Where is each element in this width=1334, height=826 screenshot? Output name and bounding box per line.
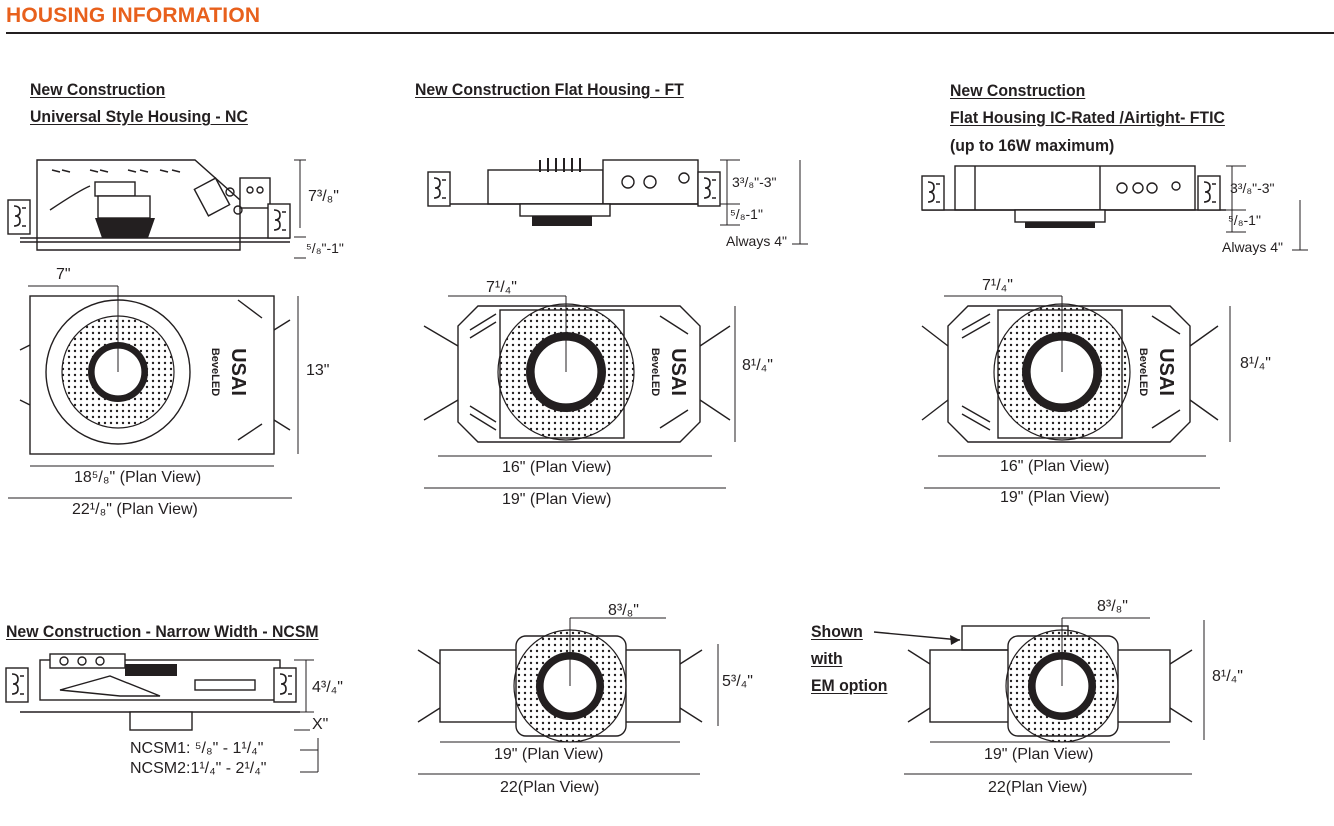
ftic-depth-label: 8¹/₄" [1240,355,1271,372]
ft-side-view [427,158,808,245]
ftic-side-view [921,165,1308,251]
ft-depth-label: 8¹/₄" [742,357,773,374]
em-plan-outer: 22(Plan View) [988,779,1088,796]
em-callout-line2: with [811,649,843,668]
em-offset-label: 8³/₈" [1097,598,1128,615]
nc-plan-inner: 18⁵/₈" (Plan View) [74,469,202,486]
ft-brand-product: BeveLED [649,348,661,396]
ftic-brand-name: USAI [1155,348,1177,396]
ncsm-x-label: X" [312,716,329,733]
em-callout-line1: Shown [811,622,863,641]
ftic-title-line1: New Construction [950,81,1086,100]
nc-plan-view: USAI BeveLED [8,285,299,499]
ncsm-plan-outer: 22(Plan View) [500,779,600,796]
nc-brand-name: USAI [227,348,249,396]
nc-brand-product: BeveLED [209,348,221,396]
nc-title-line2: Universal Style Housing - NC [30,107,248,126]
ft-plan-view: USAI BeveLED [423,295,736,489]
ftic-brand-product: BeveLED [1137,348,1149,396]
em-depth-label: 8¹/₄" [1212,668,1243,685]
ft-always-label: Always 4" [726,233,787,249]
ncsm-title: New Construction - Narrow Width - NCSM [6,622,319,641]
nc-offset-label: 7" [56,266,71,283]
ftic-ceiling-label: ⁵/₈-1" [1228,212,1261,228]
nc-depth-label: 13" [306,362,330,379]
ft-plan-inner: 16" (Plan View) [502,459,612,476]
ftic-plan-outer: 19" (Plan View) [1000,489,1110,506]
ft-title: New Construction Flat Housing - FT [415,80,684,99]
ft-offset-label: 7¹/₄" [486,279,517,296]
ftic-plan-view: USAI BeveLED [921,295,1231,489]
nc-title-line1: New Construction [30,80,166,99]
ncsm-plan-depth-label: 5³/₄" [722,673,753,690]
ncsm-side-view [5,653,319,773]
em-callout-line3: EM option [811,676,888,695]
nc-side-view [7,159,306,259]
ftic-note: (up to 16W maximum) [950,136,1115,155]
nc-plan-outer: 22¹/₈" (Plan View) [72,501,198,518]
ncsm-height-label: 4³/₄" [312,679,343,696]
ft-brand-name: USAI [667,348,689,396]
ft-plan-outer: 19" (Plan View) [502,491,612,508]
ncsm-plan-offset-label: 8³/₈" [608,602,639,619]
ftic-height-label: 3³/₈"-3" [1230,180,1275,196]
ft-height-label: 3³/₈"-3" [732,174,777,190]
em-plan-view [873,617,1205,775]
ftic-title-line2: Flat Housing IC-Rated /Airtight- FTIC [950,108,1225,127]
page-title: HOUSING INFORMATION [6,4,261,27]
ft-ceiling-label: ⁵/₈-1" [730,206,763,222]
ftic-plan-inner: 16" (Plan View) [1000,458,1110,475]
nc-height-label: 7³/₈" [308,188,339,205]
ncsm-plan-view [417,617,719,775]
header-rule [6,32,1334,34]
ncsm2-label: NCSM2:1¹/₄" - 2¹/₄" [130,760,267,777]
ftic-always-label: Always 4" [1222,239,1283,255]
nc-ceiling-label: ⁵/₈"-1" [306,240,344,256]
ftic-offset-label: 7¹/₄" [982,277,1013,294]
ncsm1-label: NCSM1: ⁵/₈" - 1¹/₄" [130,740,264,757]
em-plan-inner: 19" (Plan View) [984,746,1094,763]
ncsm-plan-inner: 19" (Plan View) [494,746,604,763]
